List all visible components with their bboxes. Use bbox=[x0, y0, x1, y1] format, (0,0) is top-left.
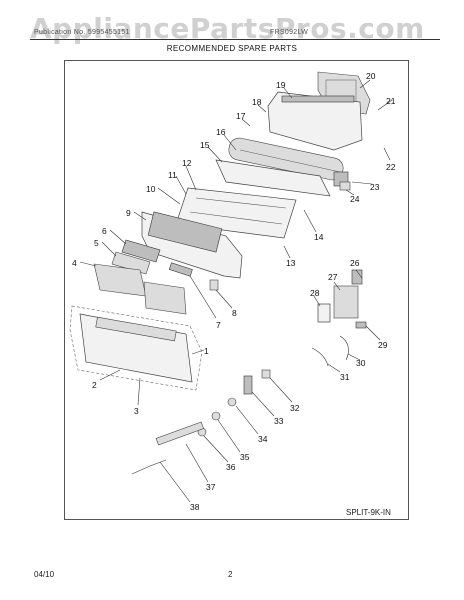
callout-11: 11 bbox=[168, 170, 177, 180]
callout-32: 32 bbox=[290, 403, 300, 413]
callout-7: 7 bbox=[216, 320, 221, 330]
part-8-component bbox=[209, 279, 219, 291]
callout-20: 20 bbox=[366, 71, 376, 81]
callout-28: 28 bbox=[310, 288, 320, 298]
publication-number: Publication No. 5995455151 bbox=[34, 29, 130, 36]
part-31-wire bbox=[311, 347, 329, 367]
callout-17: 17 bbox=[236, 111, 246, 121]
part-28-component bbox=[317, 303, 331, 323]
callout-16: 16 bbox=[216, 127, 226, 137]
callout-36: 36 bbox=[226, 462, 236, 472]
leader-lines bbox=[79, 79, 393, 503]
callout-18: 18 bbox=[252, 97, 262, 107]
part-4-air-filter bbox=[93, 263, 187, 315]
model-number: FRS092LW bbox=[270, 29, 309, 36]
callout-10: 10 bbox=[146, 184, 156, 194]
callout-33: 33 bbox=[274, 416, 284, 426]
callout-19: 19 bbox=[276, 80, 286, 90]
diagram-frame bbox=[64, 60, 409, 520]
part-35-component bbox=[211, 411, 221, 421]
part-30-wire bbox=[339, 335, 349, 361]
callout-24: 24 bbox=[350, 194, 360, 204]
callout-6: 6 bbox=[102, 226, 107, 236]
page-subtitle: RECOMMENDED SPARE PARTS bbox=[166, 44, 298, 53]
part-33-remote bbox=[243, 375, 253, 395]
part-32-component bbox=[261, 369, 271, 379]
callout-22: 22 bbox=[386, 162, 396, 172]
callout-13: 13 bbox=[286, 258, 296, 268]
callout-3: 3 bbox=[134, 406, 139, 416]
callout-15: 15 bbox=[200, 140, 210, 150]
part-6-filter bbox=[121, 239, 161, 263]
callout-5: 5 bbox=[94, 238, 99, 248]
part-16-blower-wheel bbox=[228, 137, 344, 181]
callout-23: 23 bbox=[370, 182, 380, 192]
footer-date: 04/10 bbox=[34, 570, 55, 579]
part-15-evaporator bbox=[215, 159, 331, 197]
callout-29: 29 bbox=[378, 340, 388, 350]
callout-38: 38 bbox=[190, 502, 200, 512]
part-1-front-panel bbox=[69, 305, 203, 391]
callout-14: 14 bbox=[314, 232, 324, 242]
callout-1: 1 bbox=[204, 346, 209, 356]
part-5-filter bbox=[111, 251, 151, 275]
page-number: 2 bbox=[228, 570, 233, 579]
callout-labels: 1 2 3 4 5 6 7 8 9 10 11 12 13 14 15 16 1… bbox=[72, 71, 396, 512]
callout-2: 2 bbox=[92, 380, 97, 390]
callout-9: 9 bbox=[126, 208, 131, 218]
callout-27: 27 bbox=[328, 272, 338, 282]
callout-31: 31 bbox=[340, 372, 350, 382]
part-34-component bbox=[227, 397, 237, 407]
callout-21: 21 bbox=[386, 96, 396, 106]
callout-26: 26 bbox=[350, 258, 360, 268]
part-7-display-board bbox=[168, 262, 193, 277]
part-37-pipe bbox=[155, 421, 204, 446]
callout-12: 12 bbox=[182, 158, 192, 168]
callout-8: 8 bbox=[232, 308, 237, 318]
callout-37: 37 bbox=[206, 482, 216, 492]
part-27-electrical-box bbox=[333, 269, 363, 319]
callout-35: 35 bbox=[240, 452, 250, 462]
model-code: SPLIT-9K-IN bbox=[346, 508, 391, 517]
part-29-connector bbox=[355, 321, 367, 329]
part-9-front-frame bbox=[141, 211, 243, 279]
part-23-motor bbox=[333, 171, 351, 191]
part-38-cable bbox=[131, 459, 167, 475]
part-19-chassis bbox=[267, 91, 363, 151]
callout-34: 34 bbox=[258, 434, 268, 444]
header-rule bbox=[30, 39, 440, 40]
callout-4: 4 bbox=[72, 258, 77, 268]
callout-30: 30 bbox=[356, 358, 366, 368]
